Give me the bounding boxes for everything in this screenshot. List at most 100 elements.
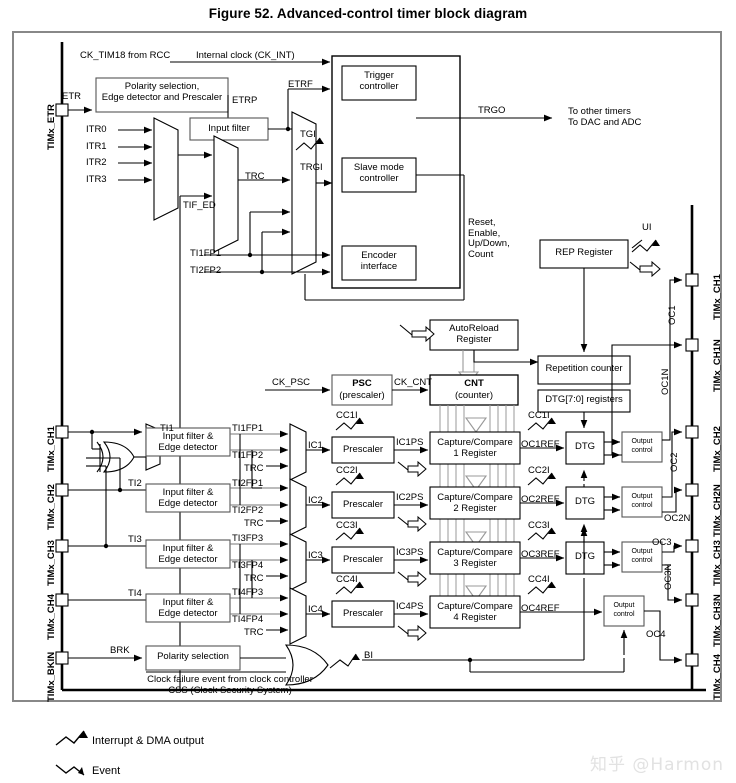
label-trgi: TRGI (300, 162, 323, 173)
label-oc3n: OC3N (663, 563, 674, 590)
label-ti3: TI3 (128, 534, 142, 545)
label-reset-enable: Reset, Enable, Up/Down, Count (468, 217, 510, 260)
label-ic2: IC2 (308, 495, 323, 506)
pin-label-right-timx-ch3: TIMx_CH3 (712, 540, 723, 586)
block-cc4-register: Capture/Compare 4 Register (437, 601, 513, 623)
block-autoreload-register: AutoReload Register (449, 323, 499, 345)
block-dtg-registers: DTG[7:0] registers (545, 394, 623, 405)
block-cnt-sub: (counter) (454, 390, 493, 401)
label-cc3i-left: CC3I (336, 520, 358, 531)
block-input-filter-edge-1: Input filter & Edge detector (158, 431, 218, 453)
pin-label-right-timx-ch1: TIMx_CH1 (712, 274, 723, 320)
label-oc1: OC1 (667, 305, 678, 325)
label-ic1: IC1 (308, 440, 323, 451)
label-ic2ps: IC2PS (396, 492, 424, 503)
label-cc4i-left: CC4I (336, 574, 358, 585)
block-dtg-2: DTG (574, 496, 596, 507)
block-trigger-controller: Trigger controller (359, 70, 399, 92)
label-trc-mux-2: TRC (244, 518, 264, 529)
label-cc4i-right: CC4I (528, 574, 550, 585)
label-etrf: ETRF (288, 79, 313, 90)
block-input-filter-edge-2: Input filter & Edge detector (158, 487, 218, 509)
label-trgo: TRGO (478, 105, 506, 116)
label-ui: UI (642, 222, 652, 233)
pin-label-left-timx-ch4: TIMx_CH4 (46, 594, 57, 640)
block-input-filter: Input filter (208, 123, 250, 134)
label-etr: ETR (62, 91, 81, 102)
label-ti3fp3: TI3FP3 (232, 533, 264, 544)
block-input-filter-edge-4: Input filter & Edge detector (158, 597, 218, 619)
block-prescaler-4: Prescaler (342, 608, 384, 619)
label-oc4ref: OC4REF (521, 603, 560, 614)
label-etrp: ETRP (232, 95, 258, 106)
block-slave-mode-controller: Slave mode controller (353, 162, 405, 184)
label-ti2fp2: TI2FP2 (232, 505, 264, 516)
block-cc2-register: Capture/Compare 2 Register (437, 492, 513, 514)
label-ti1fp2: TI1FP2 (232, 450, 264, 461)
block-repetition-counter: Repetition counter (545, 363, 623, 374)
label-itr2: ITR2 (86, 157, 107, 168)
legend-icons (55, 730, 88, 776)
label-brk: BRK (110, 645, 130, 656)
watermark: 知乎 @Harmon (589, 755, 724, 775)
pin-label-right-timx-ch3n: TIMx_CH3N (712, 594, 723, 647)
label-ti2fp1: TI2FP1 (232, 478, 264, 489)
pin-label-right-timx-ch2: TIMx_CH2 (712, 426, 723, 472)
block-output-control-1: Output control (631, 438, 653, 454)
block-output-control-2: Output control (631, 493, 653, 509)
label-oc2n: OC2N (664, 513, 691, 524)
pin-label-left-timx-ch1: TIMx_CH1 (46, 426, 57, 472)
block-encoder-interface: Encoder interface (360, 250, 398, 272)
label-ck-int: Internal clock (CK_INT) (196, 50, 295, 61)
block-prescaler-2: Prescaler (342, 499, 384, 510)
block-output-control-3: Output control (631, 548, 653, 564)
label-cc1i-left: CC1I (336, 410, 358, 421)
label-ti3fp4: TI3FP4 (232, 560, 264, 571)
label-oc3: OC3 (652, 537, 672, 548)
label-ti1: TI1 (160, 423, 174, 434)
label-ck-psc: CK_PSC (272, 377, 311, 388)
block-cc1-register: Capture/Compare 1 Register (437, 437, 513, 459)
figure-title: Figure 52. Advanced-control timer block … (208, 6, 528, 21)
legend-item-event: Event (92, 765, 121, 777)
label-ti4fp3: TI4FP3 (232, 587, 264, 598)
label-trc-top: TRC (245, 171, 265, 182)
block-dtg-1: DTG (574, 441, 596, 452)
block-polarity-etr: Polarity selection, Edge detector and Pr… (101, 81, 223, 103)
block-cc3-register: Capture/Compare 3 Register (437, 547, 513, 569)
label-cc3i-right: CC3I (528, 520, 550, 531)
label-ic1ps: IC1PS (396, 437, 424, 448)
label-tgi: TGI (300, 129, 316, 140)
label-oc1ref: OC1REF (521, 439, 560, 450)
label-ic4ps: IC4PS (396, 601, 424, 612)
label-oc4: OC4 (646, 629, 666, 640)
label-oc3ref: OC3REF (521, 549, 560, 560)
label-ic3ps: IC3PS (396, 547, 424, 558)
block-prescaler-3: Prescaler (342, 554, 384, 565)
label-ti2fp2-top: TI2FP2 (190, 265, 222, 276)
pin-label-right-timx-ch4: TIMx_CH4 (712, 654, 723, 700)
label-to-other-timers: To other timers To DAC and ADC (568, 106, 642, 128)
label-ti2: TI2 (128, 478, 142, 489)
pin-label-left-timx-ch2: TIMx_CH2 (46, 484, 57, 530)
block-dtg-3: DTG (574, 551, 596, 562)
pin-label-right-timx-ch1n: TIMx_CH1N (712, 339, 723, 392)
label-ic4: IC4 (308, 604, 323, 615)
pin-label-left-timx-etr: TIMx_ETR (46, 104, 57, 150)
block-psc-sub: (prescaler) (339, 390, 385, 401)
label-ti4fp4: TI4FP4 (232, 614, 264, 625)
block-prescaler-1: Prescaler (342, 444, 384, 455)
pin-label-left-timx-ch3: TIMx_CH3 (46, 540, 57, 586)
label-ck-tim18: CK_TIM18 from RCC (80, 50, 171, 61)
label-itr3: ITR3 (86, 174, 107, 185)
label-oc2ref: OC2REF (521, 494, 560, 505)
label-itr0: ITR0 (86, 124, 107, 135)
label-ck-cnt: CK_CNT (394, 377, 433, 388)
label-ti4: TI4 (128, 588, 142, 599)
pin-label-left-timx-bkin: TIMx_BKIN (46, 651, 57, 702)
block-psc-name: PSC (352, 378, 372, 389)
block-cnt-name: CNT (464, 378, 484, 389)
block-polarity-brk: Polarity selection (157, 651, 229, 662)
